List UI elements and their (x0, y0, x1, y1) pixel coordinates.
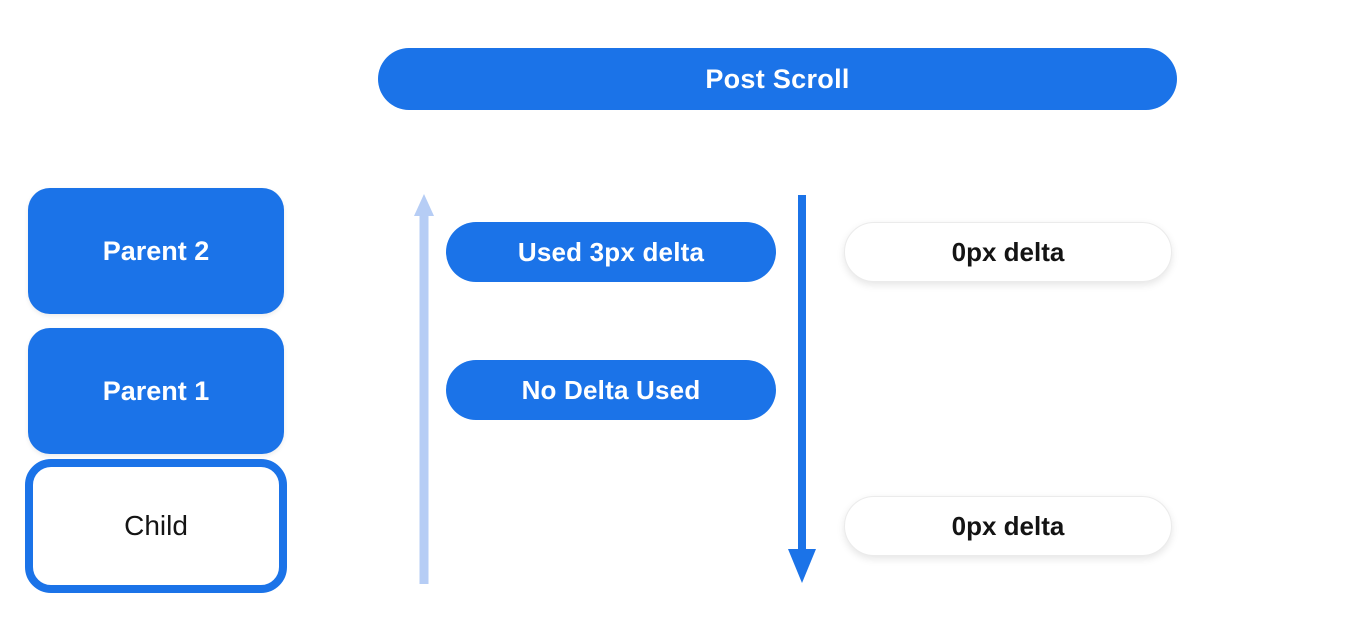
no-delta-used-pill: No Delta Used (446, 360, 776, 420)
child-box: Child (25, 459, 287, 593)
parent-2-label: Parent 2 (102, 235, 210, 266)
parent-2-box: Parent 2 (28, 188, 284, 314)
post-scroll-header-pill: Post Scroll (378, 48, 1177, 110)
parent-1-box: Parent 1 (28, 328, 284, 454)
zero-px-delta-bottom-label: 0px delta (951, 510, 1065, 541)
scroll-down-arrow-icon (788, 195, 816, 583)
zero-px-delta-top-pill: 0px delta (844, 222, 1172, 282)
post-scroll-label: Post Scroll (705, 63, 850, 94)
zero-px-delta-top-label: 0px delta (951, 236, 1065, 267)
no-delta-used-label: No Delta Used (521, 374, 701, 405)
zero-px-delta-bottom-pill: 0px delta (844, 496, 1172, 556)
used-3px-delta-label: Used 3px delta (517, 236, 705, 267)
scroll-up-arrow-icon (414, 194, 434, 584)
child-label: Child (124, 510, 188, 541)
parent-1-label: Parent 1 (102, 375, 210, 406)
used-3px-delta-pill: Used 3px delta (446, 222, 776, 282)
